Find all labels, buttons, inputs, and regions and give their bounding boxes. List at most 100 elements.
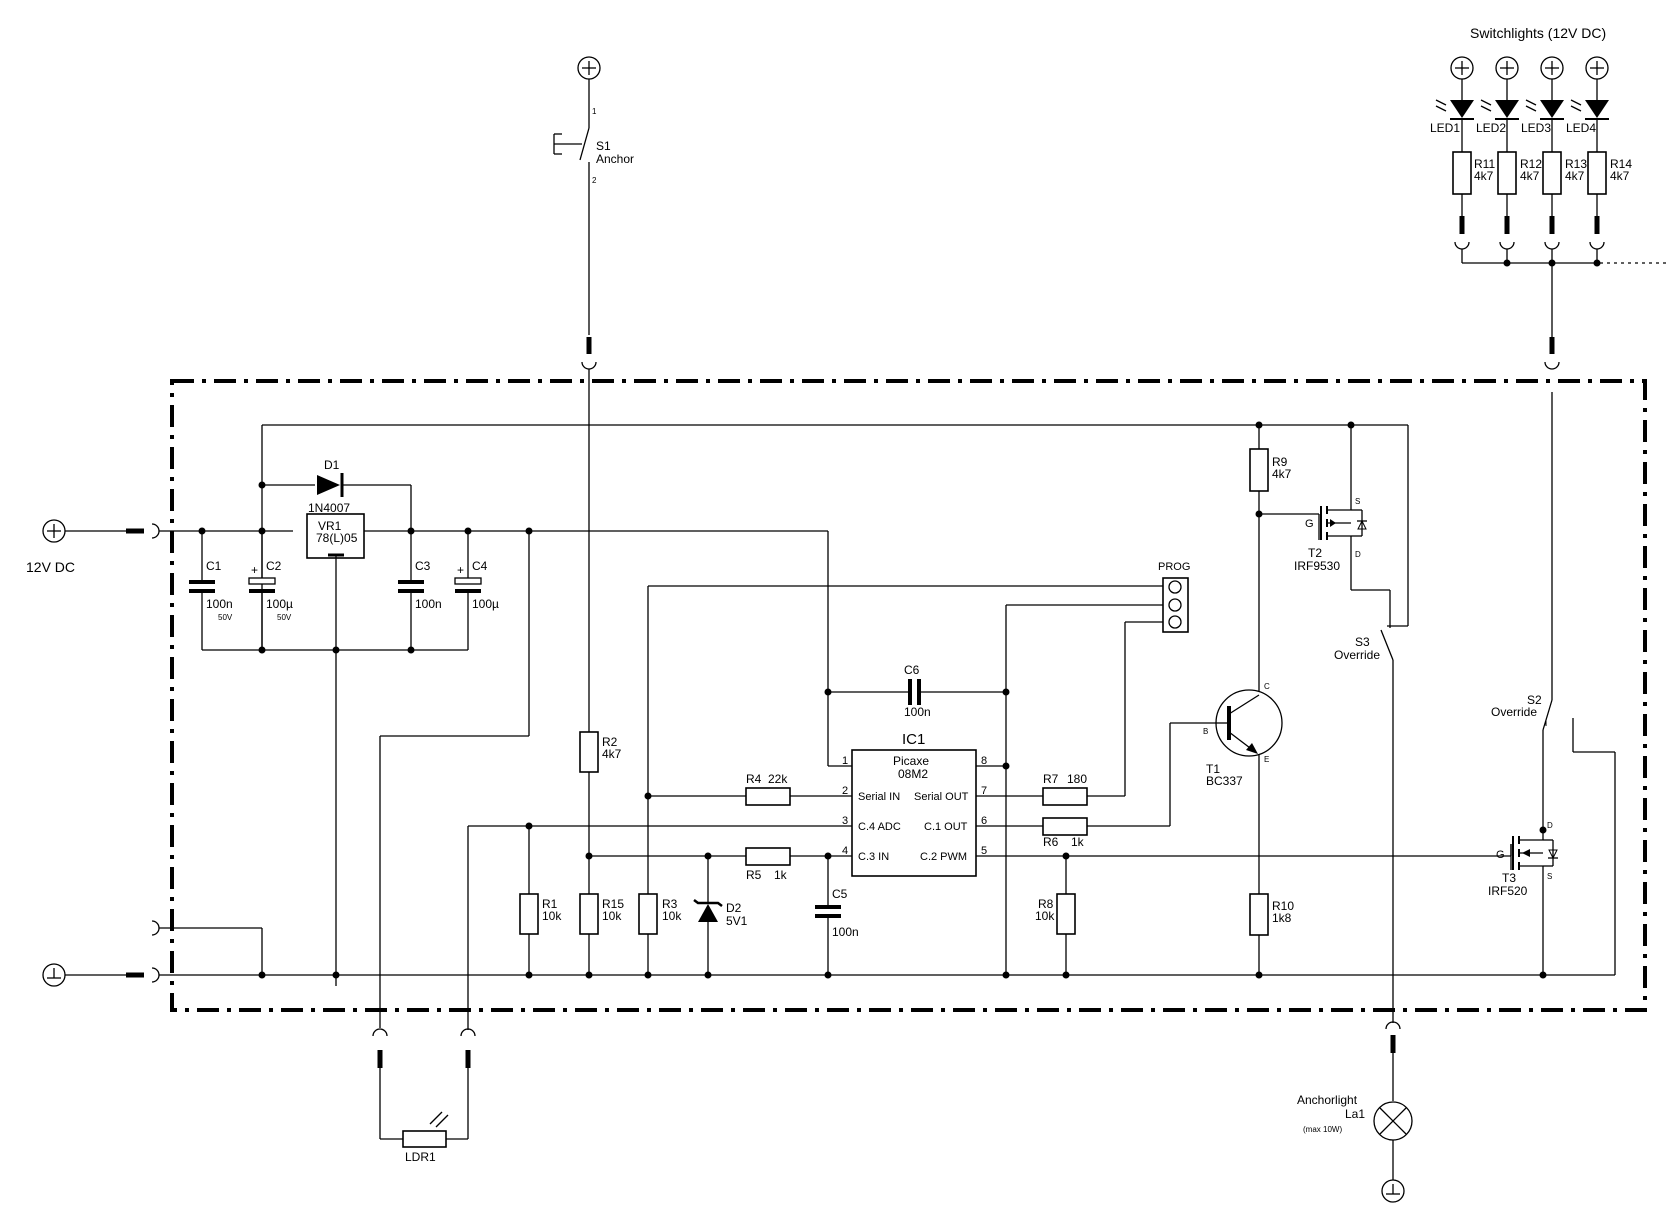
ic-picaxe-ic1: IC1 Picaxe 08M2 1 2 3 4 Serial IN C.4 AD… <box>828 731 1006 877</box>
la1-name: Anchorlight <box>1297 1093 1358 1107</box>
resistor-r1: R1 10k <box>379 531 562 1028</box>
ic1-pin6-num: 6 <box>981 815 987 827</box>
resistor-r8: R8 10k <box>976 852 1511 975</box>
c1-ref: C1 <box>206 559 222 573</box>
led4-ref: LED4 <box>1566 121 1596 135</box>
regulator-vr1: VR1 78(L)05 <box>306 513 365 986</box>
switch-s3: S3 Override <box>1334 425 1409 1053</box>
ic1-pin2-num: 2 <box>842 785 848 797</box>
s1-ref: S1 <box>596 139 611 153</box>
t3-val: IRF520 <box>1488 884 1528 898</box>
resistor-r5: R5 1k <box>589 847 852 882</box>
r15-ref: R15 <box>602 897 624 911</box>
c1-val: 100n <box>206 597 233 611</box>
c4-val: 100µ <box>472 597 499 611</box>
title-switchlights: Switchlights (12V DC) <box>1470 25 1606 41</box>
r15-val: 10k <box>602 909 622 923</box>
resistor-r9: R9 4k7 <box>1249 421 1292 691</box>
c5-ref: C5 <box>832 887 848 901</box>
s1-pin1: 1 <box>592 107 597 116</box>
t3-d: D <box>1547 821 1553 830</box>
r7-ref: R7 <box>1043 772 1059 786</box>
ic1-pin8-num: 8 <box>981 755 987 767</box>
d1-ref: D1 <box>324 458 340 472</box>
transistor-t1: B C E T1 BC337 <box>1203 682 1283 894</box>
led2-ref: LED2 <box>1476 121 1506 135</box>
switch-s1: 1 2 S1 Anchor <box>553 56 634 732</box>
mosfet-t2: G S D T2 IRF9530 <box>1259 421 1390 591</box>
vr1-ref: VR1 <box>318 519 342 533</box>
led1-ref: LED1 <box>1430 121 1460 135</box>
t1-val: BC337 <box>1206 774 1243 788</box>
r3-val: 10k <box>662 909 682 923</box>
r7-val: 180 <box>1067 772 1087 786</box>
prog-label: PROG <box>1158 561 1190 573</box>
ic1-pin7-label: Serial OUT <box>914 791 969 803</box>
la1-note: (max 10W) <box>1303 1125 1342 1134</box>
r10-ref: R10 <box>1272 899 1294 913</box>
r3-ref: R3 <box>662 897 678 911</box>
led-1: LED1 R11 4k7 <box>1430 56 1495 263</box>
r10-val: 1k8 <box>1272 911 1292 925</box>
c3-ref: C3 <box>415 559 431 573</box>
svg-text:+: + <box>251 563 258 577</box>
r5-ref: R5 <box>746 868 762 882</box>
t3-ref: T3 <box>1502 871 1516 885</box>
r8-ref: R8 <box>1038 897 1054 911</box>
capacitor-c4: + C4 100µ <box>454 531 499 650</box>
r11-val: 4k7 <box>1474 169 1494 183</box>
c6-val: 100n <box>904 705 931 719</box>
d2-val: 5V1 <box>726 914 748 928</box>
capacitor-c6: C6 100n <box>824 663 1010 719</box>
c2-volt: 50V <box>277 613 292 622</box>
prog-header: PROG <box>1002 561 1190 975</box>
d1-val: 1N4007 <box>308 501 350 515</box>
r12-val: 4k7 <box>1520 169 1540 183</box>
r4-ref: R4 <box>746 772 762 786</box>
ground-terminal <box>42 963 66 987</box>
t2-s: S <box>1355 497 1360 506</box>
ldr-ldr1: LDR1 <box>372 825 828 1164</box>
r14-ref: R14 <box>1610 157 1632 171</box>
capacitor-c3: C3 100n <box>398 531 442 650</box>
ic1-pin1-num: 1 <box>842 755 848 767</box>
ic1-pin6-label: C.1 OUT <box>924 821 968 833</box>
capacitor-c5: C5 100n <box>815 856 859 975</box>
led-2: LED2 R12 4k7 <box>1476 56 1542 263</box>
ground-section <box>42 718 1616 987</box>
t1-c: C <box>1264 682 1270 691</box>
r9-ref: R9 <box>1272 455 1288 469</box>
resistor-r3: R3 10k <box>638 585 1163 975</box>
s1-name: Anchor <box>596 152 634 166</box>
s2-name: Override <box>1491 705 1537 719</box>
resistor-r15: R15 10k <box>579 893 624 975</box>
r6-val: 1k <box>1071 835 1085 849</box>
r5-val: 1k <box>774 868 788 882</box>
t1-e: E <box>1264 755 1269 764</box>
c5-val: 100n <box>832 925 859 939</box>
resistor-r2: R2 4k7 <box>579 731 622 894</box>
led-4: LED4 R14 4k7 <box>1566 56 1632 263</box>
r8-val: 10k <box>1035 909 1055 923</box>
c2-ref: C2 <box>266 559 282 573</box>
s2-ref: S2 <box>1527 693 1542 707</box>
ic1-pin3-num: 3 <box>842 815 848 827</box>
capacitor-c1: C1 100n 50V <box>189 531 233 650</box>
t2-g: G <box>1305 518 1314 530</box>
ic1-pin4-num: 4 <box>842 845 848 857</box>
r4-val: 22k <box>768 772 788 786</box>
ic1-model: 08M2 <box>898 767 928 781</box>
ic1-pin3-label: C.4 ADC <box>858 821 901 833</box>
mosfet-t3: G D S T3 IRF520 <box>1488 821 1558 975</box>
d2-ref: D2 <box>726 901 742 915</box>
ldr1-ref: LDR1 <box>405 1150 436 1164</box>
s3-name: Override <box>1334 648 1380 662</box>
c3-val: 100n <box>415 597 442 611</box>
t2-d: D <box>1355 550 1361 559</box>
r11-ref: R11 <box>1474 157 1495 171</box>
t1-b: B <box>1203 727 1208 736</box>
s3-ref: S3 <box>1355 635 1370 649</box>
supply-section: 12V DC D1 1N4007 VR1 78(L)05 <box>26 424 1408 986</box>
ic1-ref: IC1 <box>902 731 925 748</box>
